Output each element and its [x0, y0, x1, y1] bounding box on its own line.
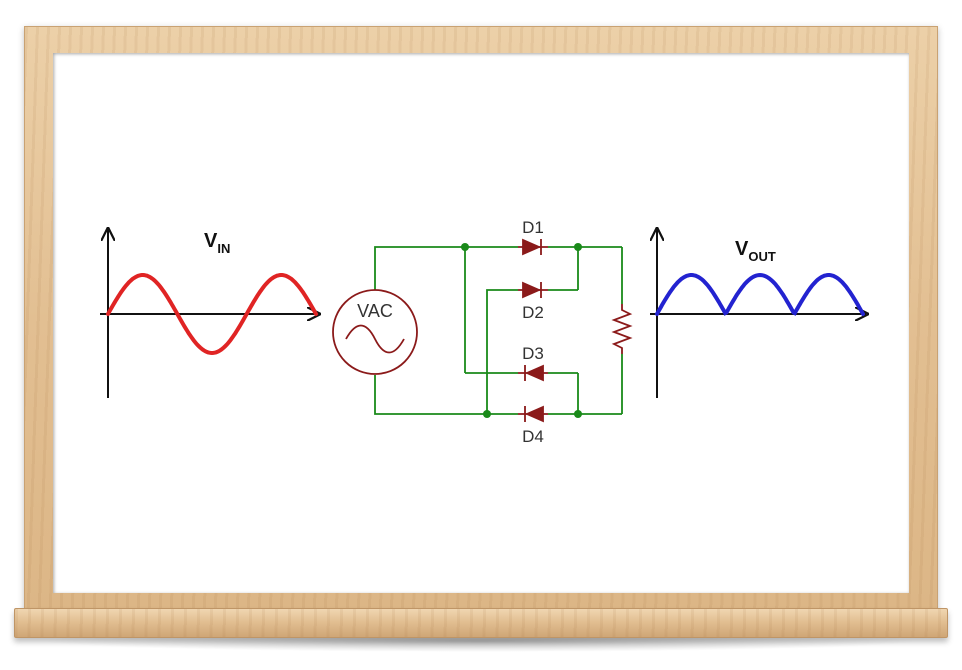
- circuit-wires: [374, 246, 623, 415]
- junction-dot: [574, 410, 582, 418]
- input-sine-wave: [106, 273, 318, 356]
- wire-d2-left: [486, 289, 518, 414]
- ac-source: [332, 289, 418, 375]
- diode-d3: [518, 364, 548, 382]
- junction-dots: [461, 243, 582, 418]
- load-resistor: [611, 304, 633, 354]
- diode-d2: [518, 281, 548, 299]
- input-label: VIN: [204, 230, 230, 256]
- output-label: VOUT: [735, 238, 776, 264]
- bridge-rectifier-circuit: VAC D1 D2 D3 D4: [332, 218, 633, 446]
- output-label-main: V: [735, 238, 749, 260]
- output-label-sub: OUT: [748, 249, 776, 264]
- wire-source-top: [374, 246, 518, 290]
- marker-tray: [14, 608, 948, 638]
- output-rectified-wave: [655, 272, 865, 316]
- whiteboard-surface: [53, 53, 909, 593]
- diode-d4: [518, 405, 548, 423]
- ac-source-label: VAC: [357, 301, 393, 321]
- input-graph: VIN: [100, 230, 318, 398]
- whiteboard-frame: [24, 26, 938, 616]
- wire-source-bottom: [374, 375, 518, 415]
- diode-d1-label: D1: [522, 218, 544, 237]
- diode-d4-label: D4: [522, 427, 544, 446]
- input-label-main: V: [204, 230, 218, 252]
- junction-dot: [461, 243, 469, 251]
- ac-source-sine-glyph: [345, 324, 405, 354]
- diode-d3-label: D3: [522, 344, 544, 363]
- diode-d1: [518, 238, 548, 256]
- output-graph: VOUT: [650, 230, 866, 398]
- junction-dot: [574, 243, 582, 251]
- input-label-sub: IN: [217, 241, 230, 256]
- junction-dot: [483, 410, 491, 418]
- ac-source-circle: [332, 289, 418, 375]
- diode-d2-label: D2: [522, 303, 544, 322]
